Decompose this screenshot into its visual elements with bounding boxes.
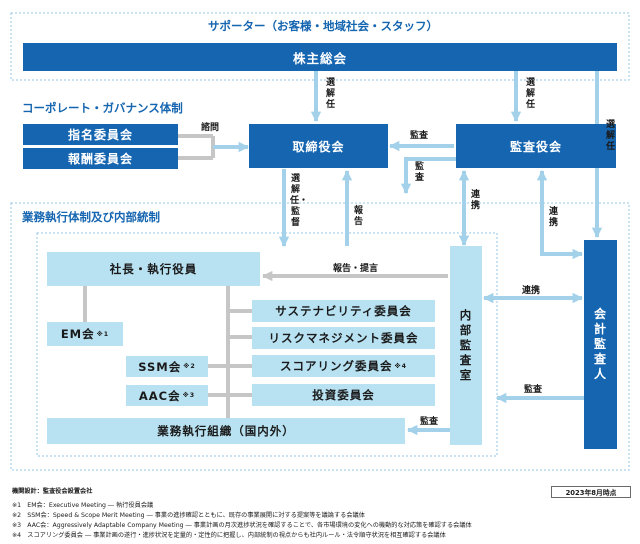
operations-box: 業務執行組織（国内外） — [47, 418, 405, 444]
accounting-auditor-box: 会計監査人 — [584, 240, 617, 449]
footnote-1: ※1 EM会：Executive Meeting ― 執行役員会議 — [12, 502, 154, 509]
compensation-committee-box: 報酬委員会 — [23, 148, 178, 169]
ssm-note: ※2 — [183, 363, 196, 370]
risk-committee-box: リスクマネジメント委員会 — [252, 327, 435, 349]
label-report-proposal: 報告・提言 — [333, 264, 379, 274]
label-cooperation-internal: 連携 — [470, 190, 480, 211]
label-audit-operations: 監査 — [420, 417, 439, 427]
gray-connectors — [83, 134, 252, 422]
scoring-committee-label: スコアリング委員会 — [279, 359, 393, 373]
supporters-frame — [10, 12, 630, 81]
board-of-directors-box: 取締役会 — [249, 124, 388, 168]
aac-meeting-label: AAC会 — [138, 388, 181, 403]
label-cooperation-horizontal: 連携 — [522, 286, 541, 296]
scoring-note: ※4 — [394, 362, 407, 370]
label-consult: 諮問 — [201, 123, 220, 133]
sustainability-committee-box: サステナビリティ委員会 — [252, 300, 435, 322]
ssm-meeting-box: SSM会※2 — [126, 356, 208, 377]
label-appoint-supervise: 選解任・監督 — [290, 174, 309, 228]
aac-meeting-box: AAC会※3 — [126, 385, 208, 406]
label-appoint-audit: 選解任 — [525, 78, 535, 110]
execution-title: 業務執行体制及び内部統制 — [22, 210, 160, 224]
label-appoint-auditor: 選解任 — [605, 120, 615, 152]
label-appoint-board: 選解任 — [325, 78, 335, 110]
footnote-4: ※4 スコアリング委員会 ― 事業計画の遂行・進捗状況を定量的・定性的に把握し、… — [12, 532, 446, 539]
arrow-audit-down — [400, 157, 456, 195]
internal-audit-label: 内部監査室 — [459, 308, 473, 382]
em-meeting-label: EM会 — [60, 327, 95, 341]
as-of-date: 2023年8月時点 — [551, 486, 631, 498]
label-report: 報告 — [353, 206, 363, 227]
label-audit-internal: 監査 — [524, 385, 543, 395]
execution-frame — [10, 202, 630, 471]
scoring-committee-box: スコアリング委員会※4 — [252, 355, 435, 377]
em-meeting-box: EM会※1 — [47, 322, 123, 346]
investment-committee-box: 投資委員会 — [252, 384, 435, 406]
label-audit-board: 監査 — [410, 131, 429, 141]
accounting-auditor-label: 会計監査人 — [594, 307, 608, 381]
footnote-2: ※2 SSM会：Speed & Scope Merit Meeting ― 事業… — [12, 512, 365, 519]
arrow-cooperation-audit-auditor — [536, 169, 584, 260]
nomination-committee-box: 指名委員会 — [23, 124, 178, 145]
audit-board-box: 監査役会 — [456, 124, 616, 168]
em-note: ※1 — [96, 330, 110, 338]
internal-audit-box: 内部監査室 — [450, 246, 482, 445]
label-audit-down: 監査 — [414, 162, 424, 183]
ssm-meeting-label: SSM会 — [138, 359, 182, 374]
internal-control-frame — [36, 232, 498, 457]
governance-title: コーポレート・ガバナンス体制 — [22, 101, 183, 115]
label-cooperation-auditor: 連携 — [548, 207, 558, 228]
footnote-3: ※3 AAC会：Aggressively Adaptable Company M… — [12, 522, 472, 529]
president-officers-box: 社長・執行役員 — [47, 252, 260, 286]
shareholders-meeting-box: 株主総会 — [23, 43, 617, 71]
supporters-title: サポーター（お客様・地域社会・スタッフ） — [208, 19, 438, 33]
aac-note: ※3 — [182, 392, 196, 399]
org-design: 機関設計：監査役会設置会社 — [12, 488, 93, 495]
